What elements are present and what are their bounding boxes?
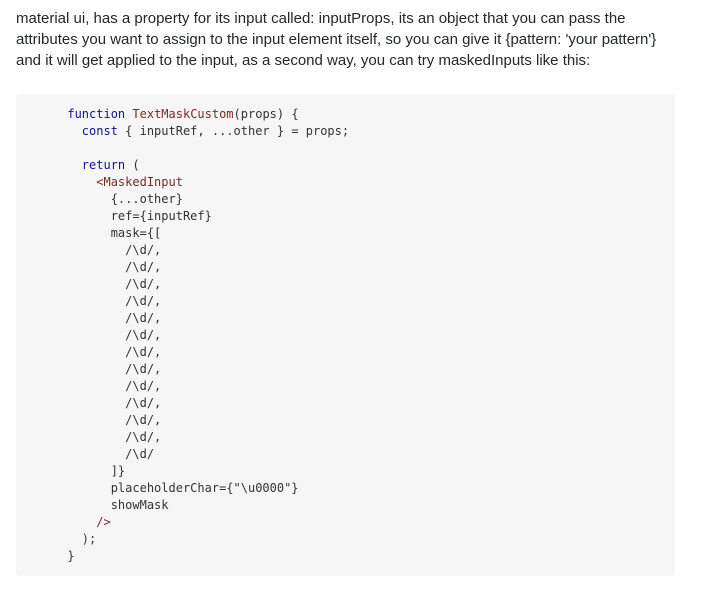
code-line: return ( bbox=[81, 158, 140, 172]
code-line: /\d/, bbox=[24, 311, 162, 325]
code-line: /\d/, bbox=[24, 345, 162, 359]
code-line: /\d/, bbox=[24, 396, 162, 410]
code-line: /\d/, bbox=[24, 362, 162, 376]
code-line: ); bbox=[24, 532, 97, 546]
code-line: } bbox=[24, 549, 75, 563]
code-line: /> bbox=[96, 515, 111, 529]
code-line: /\d/ bbox=[24, 447, 155, 461]
answer-paragraph: material ui, has a property for its inpu… bbox=[16, 10, 661, 69]
code-line: /\d/, bbox=[24, 260, 162, 274]
code-text: function TextMaskCustom(props) { const {… bbox=[24, 106, 349, 565]
code-line: /\d/, bbox=[24, 294, 162, 308]
code-line: /\d/, bbox=[24, 277, 162, 291]
code-line: ref={inputRef} bbox=[24, 209, 212, 223]
code-block: function TextMaskCustom(props) { const {… bbox=[16, 94, 675, 576]
code-line: /\d/, bbox=[24, 430, 162, 444]
code-line: placeholderChar={"\u0000"} bbox=[24, 481, 299, 495]
code-line: mask={[ bbox=[24, 226, 162, 240]
code-line: showMask bbox=[24, 498, 169, 512]
code-line: /\d/, bbox=[24, 328, 162, 342]
code-line: function TextMaskCustom(props) { bbox=[67, 107, 299, 121]
code-line: <MaskedInput bbox=[96, 175, 183, 189]
code-line: const { inputRef, ...other } = props; bbox=[81, 124, 350, 138]
code-line: {...other} bbox=[24, 192, 183, 206]
code-line: /\d/, bbox=[24, 413, 162, 427]
code-line: ​ bbox=[24, 140, 349, 157]
answer-body: material ui, has a property for its inpu… bbox=[16, 8, 680, 71]
code-line: /\d/, bbox=[24, 379, 162, 393]
code-line: /\d/, bbox=[24, 243, 162, 257]
code-line: ]} bbox=[24, 464, 126, 478]
